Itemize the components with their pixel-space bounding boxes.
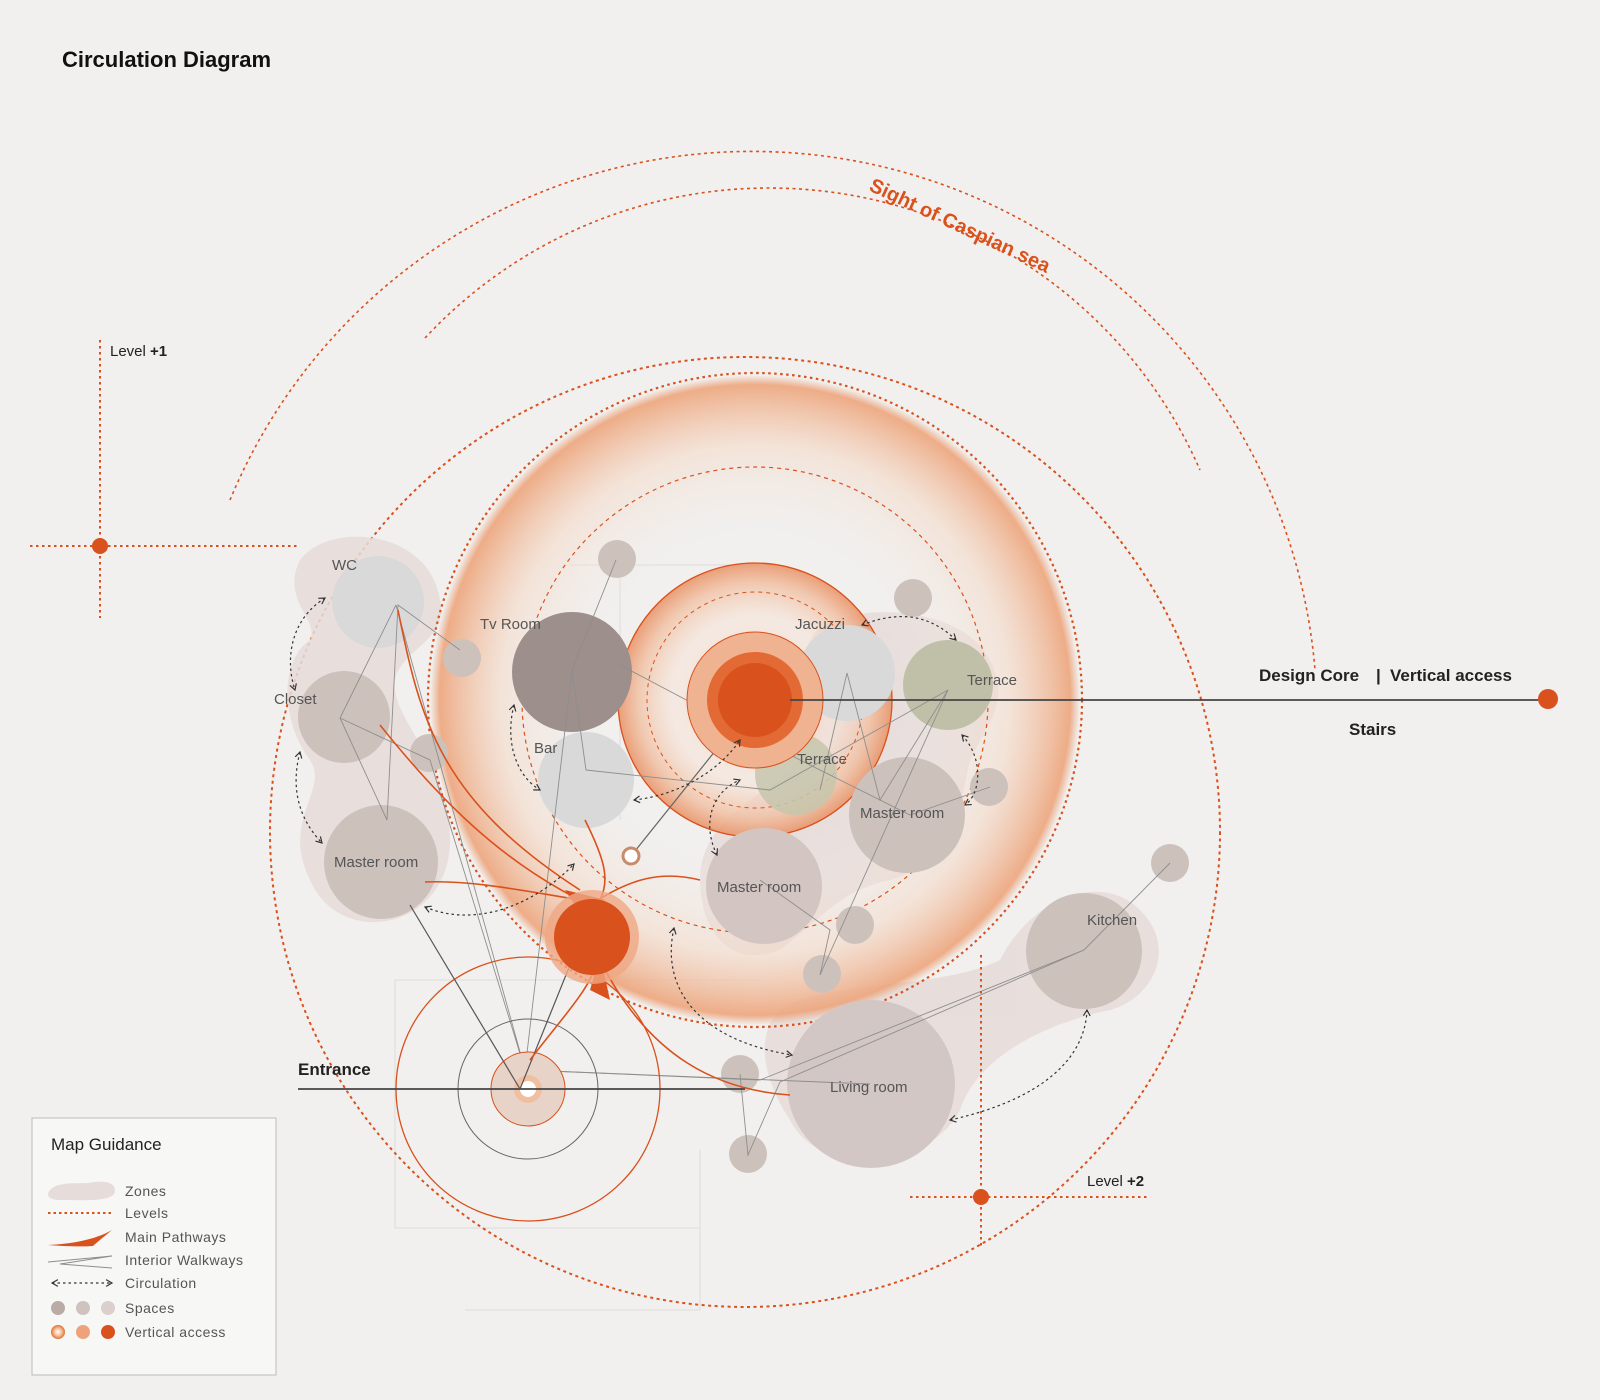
space-small-2: [410, 734, 448, 772]
space-master-center: [706, 828, 822, 944]
level-2-node: [973, 1189, 989, 1205]
stairs-label: Stairs: [1349, 720, 1396, 739]
label-closet: Closet: [274, 691, 317, 708]
label-master-right: Master room: [860, 805, 944, 822]
level-2-marker: Level +2: [910, 955, 1150, 1248]
space-small-3: [598, 540, 636, 578]
entrance-link-2: [409, 904, 521, 1090]
design-core-center: [718, 663, 792, 737]
space-small-4: [894, 579, 932, 617]
entrance-label: Entrance: [298, 1060, 371, 1079]
label-tv-room: Tv Room: [480, 616, 541, 633]
page-title: Circulation Diagram: [62, 47, 271, 72]
stair-node: [554, 899, 630, 975]
legend-space-dark: [51, 1301, 65, 1315]
small-vertical-access: [621, 846, 641, 866]
legend-levels-label: Levels: [125, 1205, 168, 1221]
legend-vertical-mid: [76, 1325, 90, 1339]
level-1-marker: Level +1: [30, 340, 300, 618]
sight-label: Sight of Caspian sea: [866, 175, 1054, 278]
space-kitchen: [1026, 893, 1142, 1009]
legend-walkways-swatch: [47, 1255, 113, 1269]
label-terrace-upper: Terrace: [967, 672, 1017, 689]
space-living-room: [787, 1000, 955, 1168]
legend-title: Map Guidance: [51, 1135, 162, 1154]
space-small-6: [836, 906, 874, 944]
level-1-node: [92, 538, 108, 554]
space-closet: [298, 671, 390, 763]
design-core-label: Design Core: [1259, 666, 1359, 685]
circulation-arrows: [289, 597, 1091, 1123]
label-wc: WC: [332, 557, 357, 574]
design-core-node: [686, 631, 824, 769]
legend-walkways-label: Interior Walkways: [125, 1252, 243, 1268]
label-living-room: Living room: [830, 1079, 908, 1096]
space-small-7: [803, 955, 841, 993]
design-core-labels: Design Core | Vertical access Stairs: [1259, 666, 1512, 739]
legend-main-pathways-swatch: [48, 1230, 112, 1247]
legend-vertical-solid: [101, 1325, 115, 1339]
legend-space-mid: [76, 1301, 90, 1315]
level-1-label: Level +1: [110, 343, 167, 360]
design-core-separator: |: [1376, 666, 1381, 685]
label-kitchen: Kitchen: [1087, 912, 1137, 929]
label-jacuzzi: Jacuzzi: [795, 616, 845, 633]
level-circle-outer: [269, 356, 1221, 1308]
legend-zones-swatch: [48, 1181, 116, 1201]
label-master-left: Master room: [334, 854, 418, 871]
legend-circulation-label: Circulation: [125, 1275, 197, 1291]
vertical-access-label: Vertical access: [1390, 666, 1512, 685]
map-guidance-legend: Map Guidance Zones Levels Main Pathways …: [31, 1117, 277, 1376]
legend-box: [31, 1117, 277, 1376]
label-terrace-lower: Terrace: [797, 751, 847, 768]
room-labels: WC Closet Master room Tv Room Bar Jacuzz…: [274, 557, 1137, 1096]
legend-vertical-ring: [51, 1325, 65, 1339]
sight-arcs: [229, 150, 1316, 671]
legend-spaces-label: Spaces: [125, 1300, 175, 1316]
space-master-right: [849, 757, 965, 873]
legend-zones-label: Zones: [125, 1183, 166, 1199]
legend-main-pathways-label: Main Pathways: [125, 1229, 226, 1245]
legend-vertical-label: Vertical access: [125, 1324, 226, 1340]
space-master-left: [324, 805, 438, 919]
space-small-1: [443, 639, 481, 677]
main-pathways: [379, 609, 791, 1096]
vertical-access-node: [1538, 689, 1558, 709]
label-bar: Bar: [534, 740, 557, 757]
legend-space-light: [101, 1301, 115, 1315]
space-terrace-upper: [903, 640, 993, 730]
label-master-center: Master room: [717, 879, 801, 896]
level-2-label: Level +2: [1087, 1173, 1144, 1190]
